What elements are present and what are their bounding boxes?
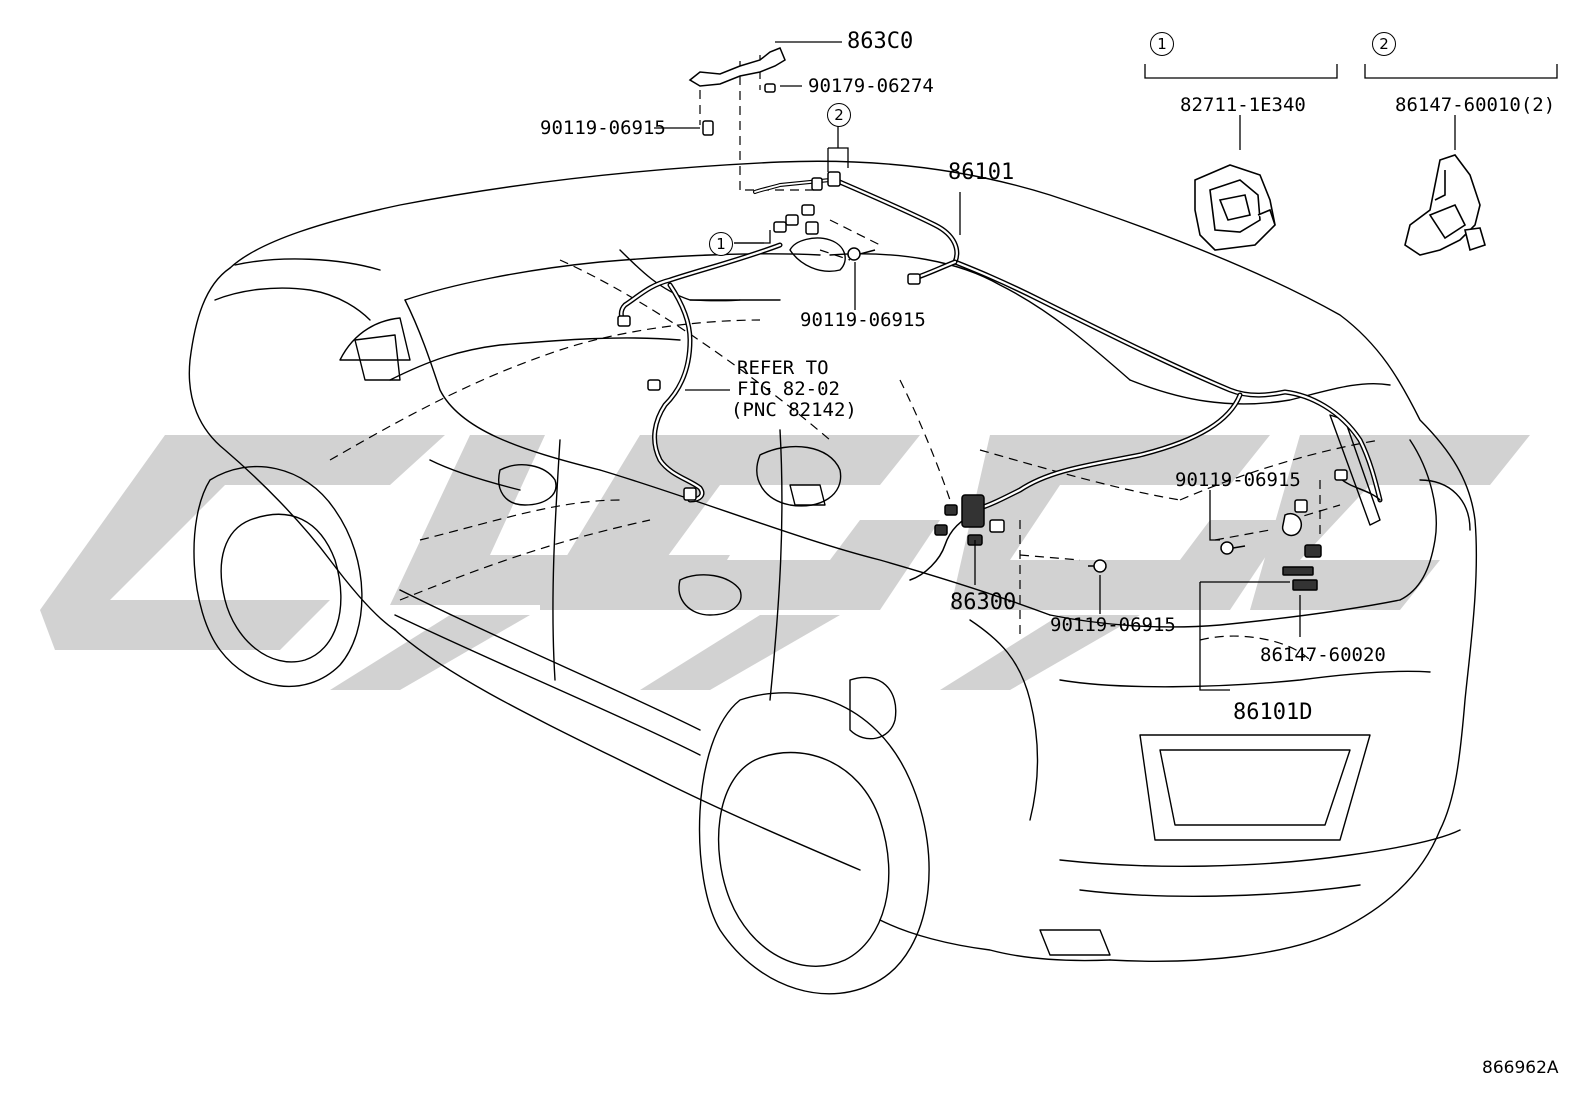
watermark-logo: [40, 435, 1530, 690]
wire-harness: [618, 177, 1383, 581]
part-label-86300: 86300: [950, 590, 1017, 615]
callout-2-diagram: 2: [827, 103, 851, 127]
part-label-86147-60020: 86147-60020: [1260, 644, 1386, 666]
part-label-90119-06915-mid: 90119-06915: [800, 309, 926, 331]
part-label-82711-1e340: 82711-1E340: [1180, 94, 1306, 116]
diagram-id: 866962A: [1482, 1058, 1559, 1078]
part-label-90179-06274: 90179-06274: [808, 75, 934, 97]
part-label-86101d: 86101D: [1233, 700, 1313, 725]
inset-part-86147-60010: [1404, 154, 1486, 256]
part-label-86147-60010: 86147-60010(2): [1395, 94, 1556, 116]
connectors: [617, 171, 1348, 591]
inset-part-82711: [1194, 164, 1276, 251]
reference-note-line-1: REFER TO: [737, 357, 829, 379]
bracket-863c0: [688, 47, 786, 87]
callout-2-header: 2: [1372, 32, 1396, 56]
bolts: [702, 83, 1246, 573]
callout-1-diagram: 1: [709, 232, 733, 256]
reference-note-line-2: FIG 82-02: [737, 378, 840, 400]
part-label-90119-06915-low: 90119-06915: [1050, 614, 1176, 636]
part-label-90119-06915-top: 90119-06915: [540, 117, 666, 139]
vehicle-outline: [188, 160, 1478, 995]
leader-lines: [654, 41, 1558, 691]
part-label-863c0: 863C0: [847, 29, 914, 54]
part-label-90119-06915-rear: 90119-06915: [1175, 469, 1301, 491]
reference-note-line-3: (PNC 82142): [731, 399, 857, 421]
callout-1-header: 1: [1150, 32, 1174, 56]
dashed-reference-lines: [329, 55, 1381, 661]
part-label-86101: 86101: [948, 160, 1015, 185]
